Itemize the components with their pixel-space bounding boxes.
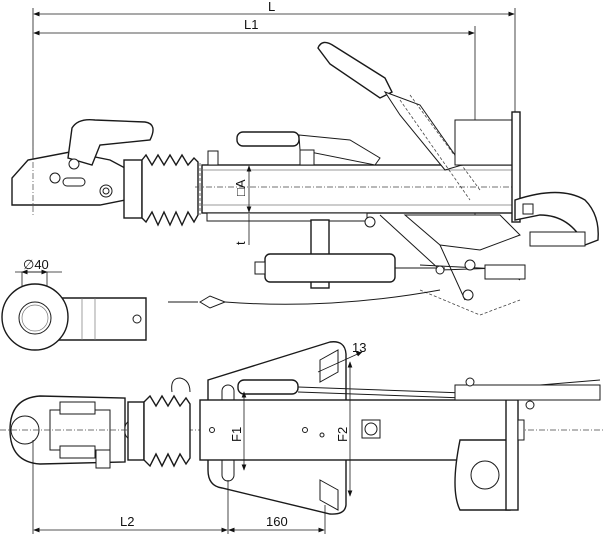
top-view: F1 F2 13 L2 160: [0, 340, 603, 534]
label-t: t: [233, 241, 248, 245]
label-F2: F2: [335, 427, 350, 442]
label-F1: F1: [229, 427, 244, 442]
label-square-A: □A: [233, 179, 248, 196]
label-diameter-40: ∅40: [23, 257, 49, 272]
ball-eye-view: ∅40: [1, 257, 147, 351]
side-view: □A t: [11, 41, 599, 316]
label-13: 13: [352, 340, 366, 355]
label-L2: L2: [120, 514, 134, 529]
label-L1: L1: [244, 17, 258, 32]
label-L: L: [268, 0, 275, 14]
label-160: 160: [266, 514, 288, 529]
